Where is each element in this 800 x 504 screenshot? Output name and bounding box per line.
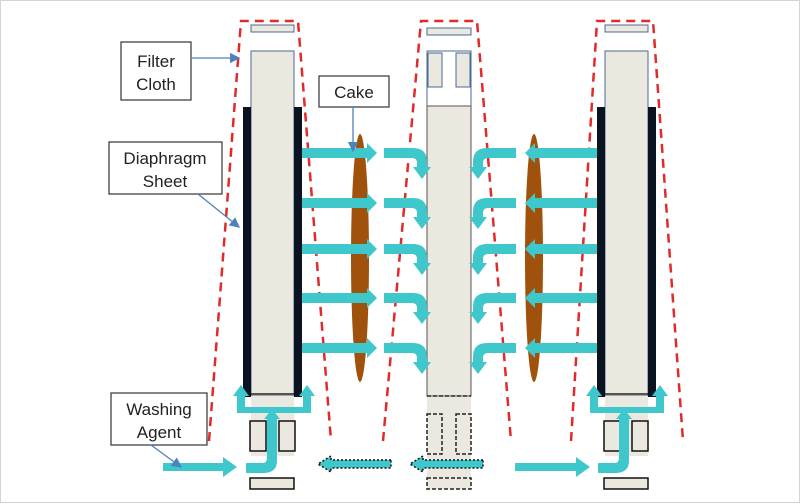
filtrate-outflow xyxy=(316,454,484,474)
left-plate-foot xyxy=(249,477,295,490)
wash-arrow-right-bent xyxy=(469,148,516,179)
right-plate-cap xyxy=(604,24,649,33)
right-port-a xyxy=(603,420,621,452)
wash-arrow-right-bent xyxy=(469,244,516,275)
center-plate-cap xyxy=(426,27,472,36)
label-washing-line1: Washing xyxy=(126,400,192,419)
wash-arrow-left-straight xyxy=(302,288,377,308)
label-washing-agent: Washing Agent xyxy=(110,392,208,468)
outflow-arrow-1 xyxy=(316,454,392,474)
wash-inlet-right xyxy=(515,385,668,477)
left-diaphragm-plate xyxy=(243,24,302,490)
wash-arrow-left-bent xyxy=(384,198,431,229)
wash-arrow-left-straight xyxy=(302,239,377,259)
wash-arrow-right-straight xyxy=(525,143,597,163)
right-plate-body xyxy=(604,50,649,397)
wash-arrow-right-bent xyxy=(469,343,516,374)
filter-cloth-left xyxy=(207,19,333,442)
label-box-cake xyxy=(318,75,390,108)
label-diaphragm-sheet: Diaphragm Sheet xyxy=(108,141,241,228)
left-plate-cap xyxy=(250,24,295,33)
wash-arrow-right-straight xyxy=(525,338,597,358)
label-filter-cloth-line1: Filter xyxy=(137,52,175,71)
wash-arrow-right-bent xyxy=(469,198,516,229)
center-port-top-b xyxy=(455,52,471,88)
wash-arrow-right-straight xyxy=(525,239,597,259)
label-box-washing xyxy=(110,392,208,446)
label-box-diaphragm xyxy=(108,141,223,195)
center-port-a xyxy=(426,413,443,455)
inlet-riser-right xyxy=(598,409,632,473)
label-filter-cloth-line2: Cloth xyxy=(136,75,176,94)
wash-inlet-left xyxy=(163,385,315,477)
wash-arrow-left-straight xyxy=(302,338,377,358)
inlet-arrow-right xyxy=(515,457,590,477)
left-plate-body xyxy=(250,50,295,397)
leader-washing xyxy=(150,444,183,468)
right-diaphragm-sheet-outer xyxy=(648,107,656,397)
label-cake: Cake xyxy=(318,75,390,153)
wash-arrow-left-bent xyxy=(384,293,431,324)
filter-cloth-right xyxy=(569,19,685,442)
right-diaphragm-plate xyxy=(597,24,656,490)
inlet-distributor-right xyxy=(586,385,668,413)
center-filter-plate xyxy=(426,27,472,490)
right-diaphragm-sheet-inner xyxy=(597,107,605,397)
right-plate-foot xyxy=(603,477,649,490)
outflow-arrow-2 xyxy=(408,454,484,474)
wash-flow-right xyxy=(469,143,597,374)
center-port-top-a xyxy=(427,52,443,88)
label-box-filter-cloth xyxy=(120,41,192,101)
label-washing-line2: Agent xyxy=(137,423,182,442)
wash-arrow-left-bent xyxy=(384,244,431,275)
leader-diaphragm xyxy=(197,193,241,228)
wash-arrow-right-bent xyxy=(469,293,516,324)
wash-arrow-left-bent xyxy=(384,343,431,374)
label-diaphragm-line2: Sheet xyxy=(143,172,188,191)
label-cake-text: Cake xyxy=(334,83,374,102)
wash-flow-left xyxy=(302,143,431,374)
inlet-distributor-left xyxy=(233,385,315,413)
wash-arrow-right-straight xyxy=(525,288,597,308)
inlet-arrow-left xyxy=(163,457,237,477)
left-port-b xyxy=(278,420,296,452)
inlet-riser-left xyxy=(246,409,280,473)
wash-arrow-left-straight xyxy=(302,193,377,213)
label-filter-cloth: Filter Cloth xyxy=(120,41,241,101)
right-port-b xyxy=(631,420,649,452)
filter-cloth-outlines xyxy=(207,19,685,442)
label-diaphragm-line1: Diaphragm xyxy=(123,149,206,168)
left-port-a xyxy=(249,420,267,452)
center-port-b xyxy=(455,413,472,455)
wash-arrow-left-straight xyxy=(302,143,377,163)
cake-left xyxy=(351,134,369,382)
center-plate-body xyxy=(426,105,472,397)
wash-arrow-right-straight xyxy=(525,193,597,213)
left-diaphragm-sheet-outer xyxy=(243,107,251,397)
left-diaphragm-sheet-inner xyxy=(294,107,302,397)
center-plate-foot xyxy=(426,477,472,490)
filter-cloth-center xyxy=(381,19,513,442)
wash-arrow-left-bent xyxy=(384,148,431,179)
